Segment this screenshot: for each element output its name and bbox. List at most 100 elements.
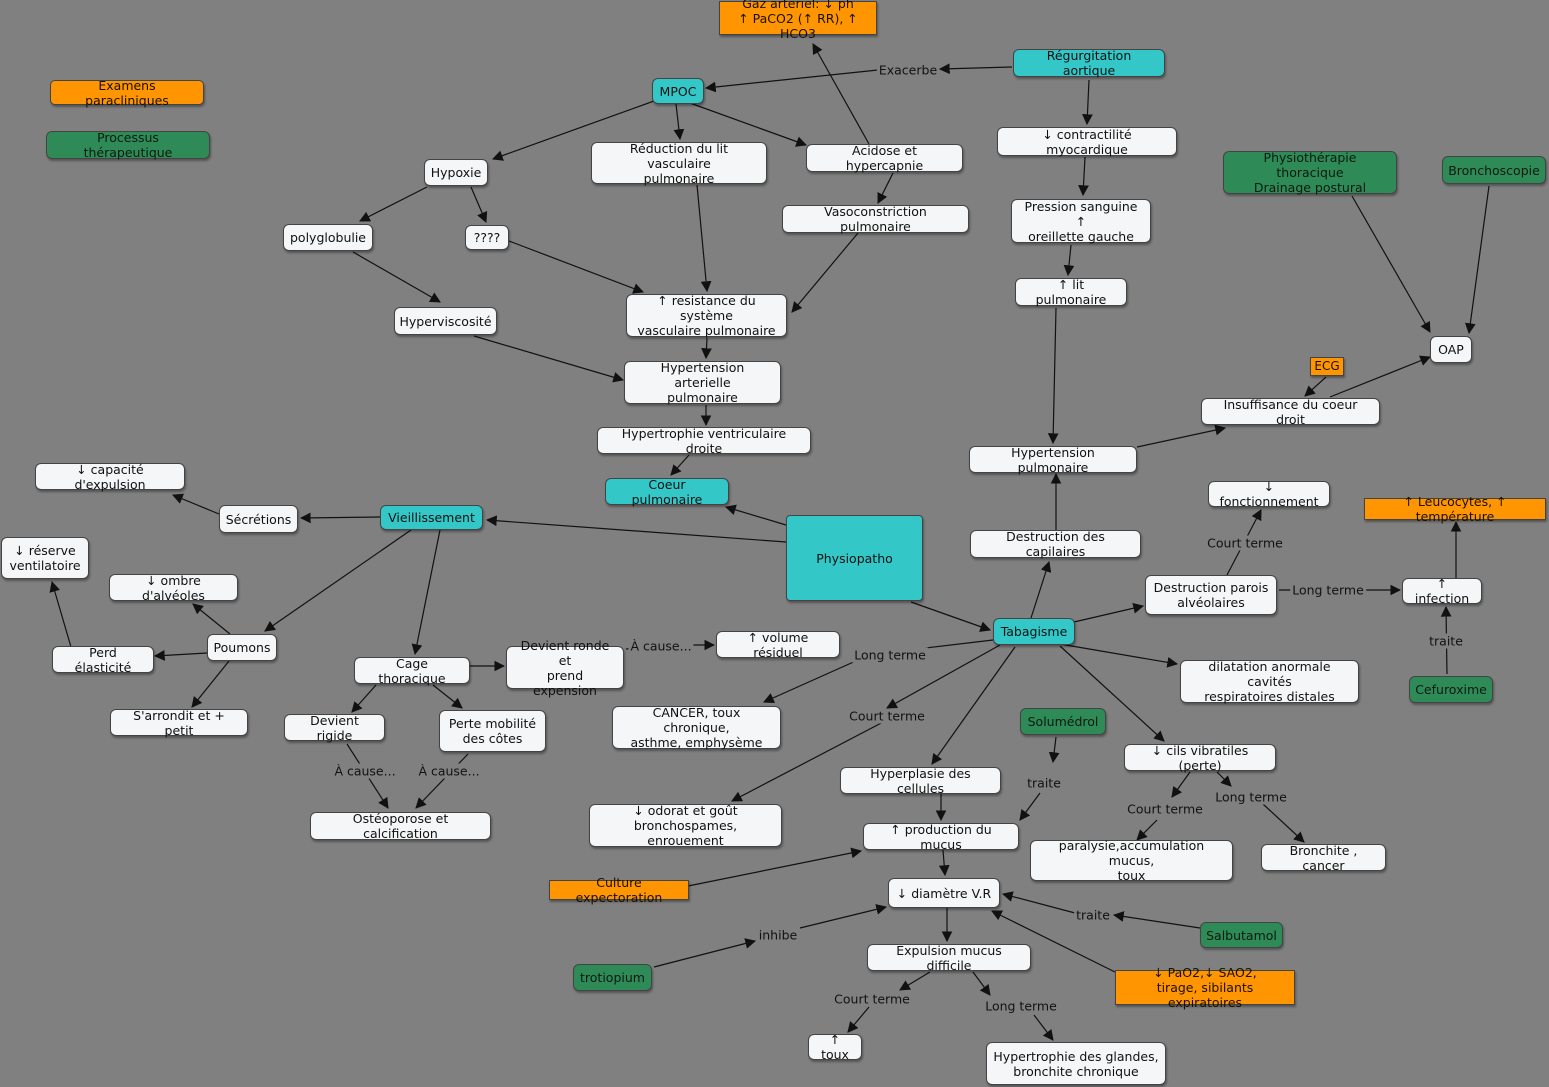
connector-arrow [696,184,712,293]
connector-arrow [687,847,863,887]
node-leucocytes: ↑ Leucocytes, ↑ température [1364,494,1546,524]
node-cancer: CANCER, toux chronique, asthme, emphysèm… [612,705,781,750]
node-cage-thoracique: Cage thoracique [354,656,470,686]
node-toux: ↑ toux [808,1032,862,1062]
connector-arrow [1112,911,1201,929]
node-dilatation: dilatation anormale cavités respiratoire… [1180,659,1359,704]
node-infection: ↑ infection [1402,576,1482,606]
node-hypertrophie-vd: Hypertrophie ventriculaire droite [597,426,811,456]
node-sarrondit: S'arrondit et + petit [110,708,248,738]
node-production-mucus: ↑ production du mucus [863,822,1019,852]
node-solumedrol: Solumédrol [1020,708,1106,735]
connector-arrow [411,529,441,656]
node-lit-pulmonaire: ↑ lit pulmonaire [1015,277,1127,307]
connector-arrow [763,659,859,703]
connector-arrow [791,232,859,313]
connector-arrow [799,904,888,929]
edge-label-long-terme: Long terme [1213,789,1289,805]
node-acidose: Acidose et hypercapnie [806,143,963,173]
node-fonctionnement: ↓ fonctionnement [1208,479,1330,509]
connector-arrow [653,938,757,968]
node-regurgitation-aortique: Régurgitation aortique [1013,48,1165,78]
edge-label-a-cause: À cause... [332,763,398,779]
connector-arrow [731,719,888,802]
node-oap: OAP [1430,336,1472,363]
edge-label-court-terme: Court terme [832,991,912,1007]
connector-arrow [153,650,208,661]
connector-arrow [886,644,1001,709]
node-trotiopium: trotiopium [573,964,652,991]
node-vieillissement: Vieillissement [380,505,483,530]
node-devient-ronde: Devient ronde et prend expension [506,638,624,698]
connector-arrow [351,684,377,713]
edge-label-a-cause: À cause... [416,763,482,779]
node-paralysie: paralysie,accumulation mucus, toux [1030,838,1233,883]
node-hypertrophie-glandes: Hypertrophie des glandes, bronchite chro… [986,1042,1166,1085]
connector-arrow [1136,424,1227,448]
node-cefuroxime: Cefuroxime [1409,676,1493,703]
node-ombre-alveoles: ↓ ombre d'alvéoles [109,573,238,603]
connector-arrow [1078,156,1089,197]
connector-arrow [508,240,645,294]
node-contractilite: ↓ contractilité myocardique [997,127,1177,157]
node-bronchoscopie: Bronchoscopie [1442,156,1546,184]
connector-arrow [1216,771,1232,787]
node-pression-sanguine: Pression sanguine ↑ oreillette gauche [1011,199,1151,244]
connector-arrow [1464,185,1490,335]
connector-arrow [1033,1014,1054,1041]
connector-arrow [1304,376,1327,397]
node-reduction-lit: Réduction du lit vasculaire pulmonaire [591,141,767,186]
connector-arrow [1073,602,1145,623]
edge-label-court-terme: Court terme [847,708,927,724]
connector-arrow [991,910,1116,973]
legend-examens-paracliniques: Examens paracliniques [50,78,204,108]
legend-processus-therapeutique: Processus thérapeutique [46,130,210,160]
connector-arrow [415,753,469,809]
connector-arrow [899,971,931,991]
node-insuffisance-coeur-droit: Insuffisance du coeur droit [1201,397,1380,427]
node-perd-elasticite: Perd élasticité [52,645,154,675]
connector-arrow [1136,819,1158,841]
connector-arrow [470,186,488,223]
connector-arrow [485,515,787,543]
connector-arrow [910,601,992,632]
node-gaz-arteriel: Gaz artériel: ↓ ph ↑ PaCO2 (↑ RR), ↑ HCO… [719,0,877,41]
node-physiotherapie: Physiothérapie thoracique Drainage postu… [1223,150,1397,195]
connector-arrow [1351,195,1431,333]
connector-arrow [972,971,991,996]
node-hypertension-pulmonaire: Hypertension pulmonaire [969,445,1137,475]
edge-label-court-terme: Court terme [1205,535,1285,551]
connector-arrow [938,849,950,877]
edge-label-long-terme: Long terme [852,647,928,663]
node-destruction-parois: Destruction parois alvéolaires [1145,575,1277,615]
connector-arrow [1019,792,1041,821]
connector-arrow [1262,803,1305,843]
node-hyperplasie: Hyperplasie des cellules [840,766,1001,796]
node-hta-pulmonaire: Hypertension arterielle pulmonaire [624,360,781,405]
connector-arrow [473,335,625,383]
node-unknown: ???? [465,225,509,250]
connector-arrow [1001,891,1076,914]
node-secretions: Sécrétions [219,505,298,533]
connector-arrow [1048,736,1060,764]
connector-arrow [352,251,441,303]
edge-label-traite: traite [1025,775,1063,791]
edge-label-traite: traite [1074,907,1112,923]
edge-label-a-cause: À cause... [628,638,694,654]
node-perte-mobilite: Perte mobilité des côtes [439,710,546,752]
connector-arrow [938,63,1013,75]
node-cils-vibratiles: ↓ cils vibratiles (perte) [1124,743,1276,773]
connector-arrow [1059,643,1179,668]
connector-arrow [1047,307,1059,445]
connector-arrow [191,660,230,708]
connector-arrow [299,512,381,524]
node-mpoc: MPOC [652,78,704,104]
connector-arrow [432,684,463,709]
connector-arrow [701,337,712,360]
edge-label-court-terme: Court terme [1125,801,1205,817]
node-physiopatho: Physiopatho [786,515,923,601]
node-tabagisme: Tabagisme [993,618,1075,645]
node-reserve-ventilatoire: ↓ réserve ventilatoire [1,537,89,579]
node-ecg: ECG [1310,357,1344,376]
